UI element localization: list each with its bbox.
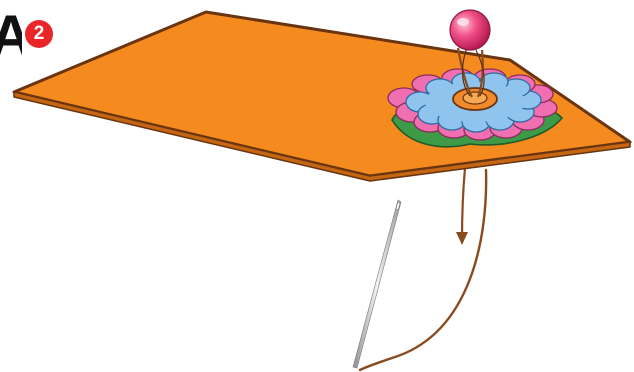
thread-lower-curve	[358, 168, 488, 372]
needle-icon	[352, 199, 402, 369]
thread-arrow-icon	[456, 232, 468, 245]
pin-icon	[449, 9, 491, 98]
felt-flower-icon	[387, 68, 558, 141]
step-letter: A	[0, 14, 22, 62]
thread-loose-end	[460, 166, 467, 242]
felt-card-edge	[13, 91, 631, 182]
step-letter-box: A	[0, 14, 22, 62]
step-number-badge: 2	[25, 20, 53, 48]
step-number: 2	[33, 23, 45, 44]
